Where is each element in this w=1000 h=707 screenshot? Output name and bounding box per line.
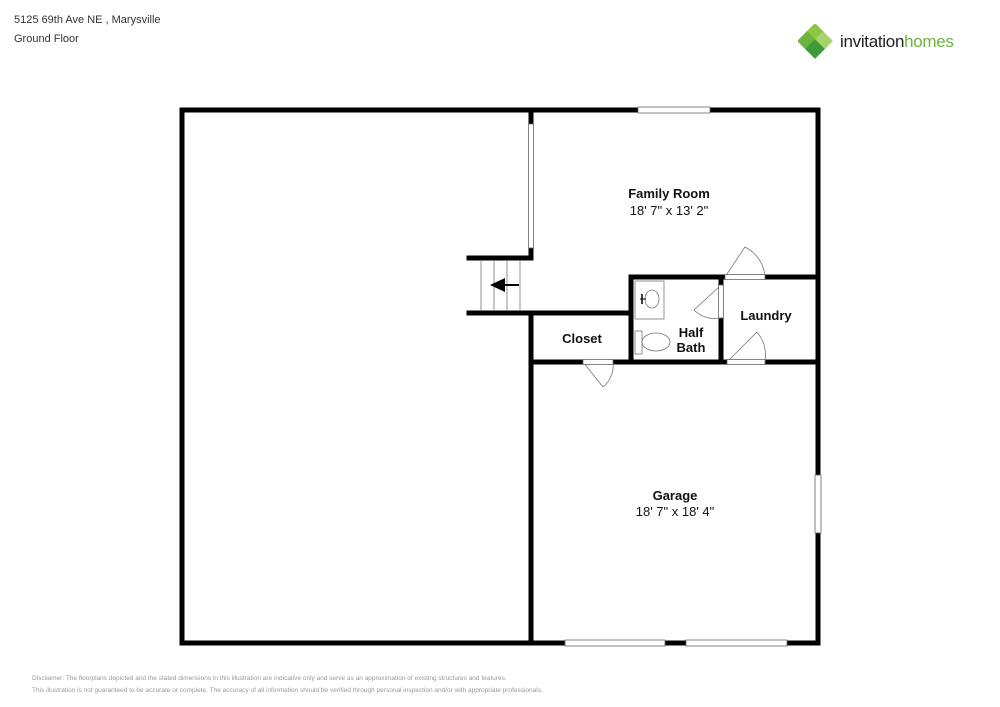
window-interior [528, 123, 534, 249]
closet-label: Closet [562, 331, 602, 346]
property-address: 5125 69th Ave NE , Marysville [14, 14, 161, 26]
garage-dims: 18' 7" x 18' 4" [636, 504, 715, 519]
family-room-dims: 18' 7" x 13' 2" [630, 203, 709, 218]
floor-label: Ground Floor [14, 33, 79, 45]
logo-mark-icon [798, 24, 833, 59]
door-laundry [726, 331, 766, 363]
windows [528, 106, 822, 647]
door-half-bath [693, 284, 722, 319]
toilet-icon [641, 332, 671, 352]
window-right [814, 474, 822, 534]
window-bottom-1 [564, 639, 666, 647]
sink-counter [634, 280, 665, 320]
invitation-homes-logo: invitationhomes [798, 24, 954, 60]
toilet-tank [634, 330, 643, 355]
fixtures [634, 280, 671, 355]
garage-label: Garage [653, 488, 698, 503]
door-closet [582, 361, 614, 388]
half-bath-label-1: Half [679, 325, 704, 340]
disclaimer-line-1: Disclaimer: The floorplans depicted and … [32, 675, 507, 682]
doors [582, 246, 766, 388]
disclaimer-line-2: This illustration is not guaranteed to b… [32, 687, 543, 694]
window-top [637, 106, 711, 114]
window-bottom-2 [685, 639, 788, 647]
walls [179, 107, 821, 646]
door-family-laundry [724, 246, 766, 278]
half-bath-label-2: Bath [677, 340, 706, 355]
sink-icon [644, 289, 660, 309]
laundry-label: Laundry [740, 308, 792, 323]
stairs [480, 260, 521, 311]
family-room-label: Family Room [628, 186, 710, 201]
logo-text: invitationhomes [840, 32, 954, 51]
stair-arrow-icon [490, 278, 505, 292]
